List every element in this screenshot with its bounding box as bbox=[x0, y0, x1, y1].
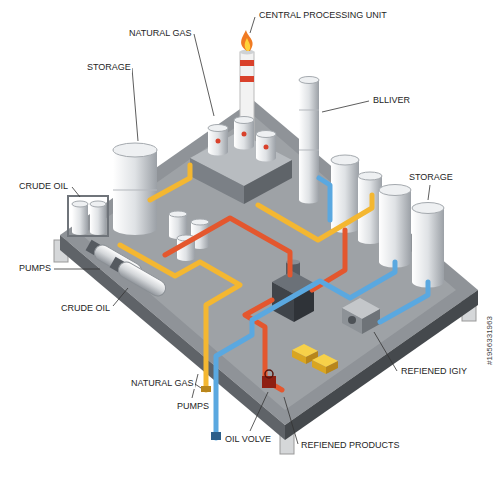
tank-top bbox=[208, 125, 228, 132]
callout-label: REFIENED IGIY bbox=[400, 366, 468, 377]
callout-label: CENTRAL PROCESSING UNIT bbox=[258, 10, 388, 21]
callout-label: PUMPS bbox=[18, 263, 52, 274]
tank-dot bbox=[216, 139, 221, 144]
storage-tank bbox=[412, 208, 444, 282]
tank-top bbox=[191, 219, 209, 225]
leader-line bbox=[54, 269, 100, 270]
column-band bbox=[299, 150, 319, 151]
distillation-column bbox=[299, 80, 319, 200]
callout-label: CRUDE OIL bbox=[18, 181, 69, 192]
leader-line bbox=[113, 288, 128, 306]
pipe-end bbox=[201, 386, 211, 392]
tank-top bbox=[72, 201, 88, 207]
callout-label: CRUDE OIL bbox=[60, 303, 111, 314]
pipe-end bbox=[211, 432, 221, 440]
callout-label: NATURAL GAS bbox=[130, 378, 195, 389]
callout-label: BLLIVER bbox=[372, 95, 411, 106]
tank-top bbox=[90, 201, 106, 207]
column-top bbox=[299, 77, 319, 84]
valve-wheel bbox=[265, 370, 273, 378]
gas-pipe bbox=[258, 195, 372, 240]
tank-top bbox=[379, 185, 411, 196]
small-tank bbox=[90, 204, 106, 232]
product-pipe bbox=[380, 282, 428, 322]
tank-dot bbox=[264, 145, 269, 150]
callout-label: OIL VOLVE bbox=[224, 434, 272, 445]
callout-label: STORAGE bbox=[86, 62, 132, 73]
product-pipe bbox=[319, 178, 330, 220]
frame-structure bbox=[68, 196, 108, 236]
leader-line bbox=[284, 397, 298, 444]
leader-line bbox=[72, 187, 80, 197]
callout-label: REFIENED PRODUCTS bbox=[300, 440, 401, 451]
leader-line bbox=[250, 392, 268, 431]
leader-line bbox=[195, 384, 201, 388]
stock-id: #1956331963 bbox=[483, 315, 494, 366]
oil-pipe bbox=[165, 218, 290, 275]
pipes bbox=[120, 165, 428, 438]
chimney-band bbox=[240, 76, 254, 82]
chimney-band bbox=[240, 60, 254, 66]
tank-band bbox=[113, 190, 157, 191]
leader-line bbox=[194, 34, 214, 116]
tank-top bbox=[412, 203, 444, 214]
leader-line bbox=[428, 185, 430, 200]
storage-tank bbox=[379, 190, 411, 262]
gas-pipe bbox=[120, 245, 240, 390]
machine-wheel bbox=[348, 316, 356, 324]
tank-top bbox=[113, 143, 157, 157]
building-side bbox=[190, 158, 244, 204]
product-pipe bbox=[216, 262, 395, 438]
tank-top bbox=[256, 131, 276, 138]
yellow-box bbox=[292, 350, 306, 364]
machine-side bbox=[362, 309, 380, 334]
callout-label: NATURAL GAS bbox=[128, 28, 193, 39]
storage-tank bbox=[113, 150, 157, 228]
machine-side bbox=[342, 308, 362, 334]
leader-line bbox=[322, 101, 369, 112]
leader-line bbox=[250, 17, 255, 33]
tank-top bbox=[331, 155, 359, 165]
flame bbox=[241, 30, 252, 51]
leader-lines bbox=[54, 17, 430, 444]
building-side bbox=[244, 160, 292, 204]
tank-top bbox=[234, 117, 254, 124]
callout-label: STORAGE bbox=[408, 172, 454, 183]
gas-pipe bbox=[150, 165, 190, 200]
flame bbox=[245, 38, 251, 51]
small-tank bbox=[72, 204, 88, 232]
callout-label: PUMPS bbox=[176, 401, 210, 412]
leader-line bbox=[374, 332, 397, 371]
tank-top bbox=[169, 211, 187, 217]
tank-top bbox=[358, 172, 382, 180]
yellow-box bbox=[312, 360, 326, 374]
platform-top bbox=[60, 100, 478, 425]
column-band bbox=[299, 110, 319, 111]
yellow-box bbox=[326, 361, 338, 374]
tank-dot bbox=[242, 132, 247, 137]
pump bbox=[109, 255, 169, 299]
leader-line bbox=[132, 68, 138, 141]
